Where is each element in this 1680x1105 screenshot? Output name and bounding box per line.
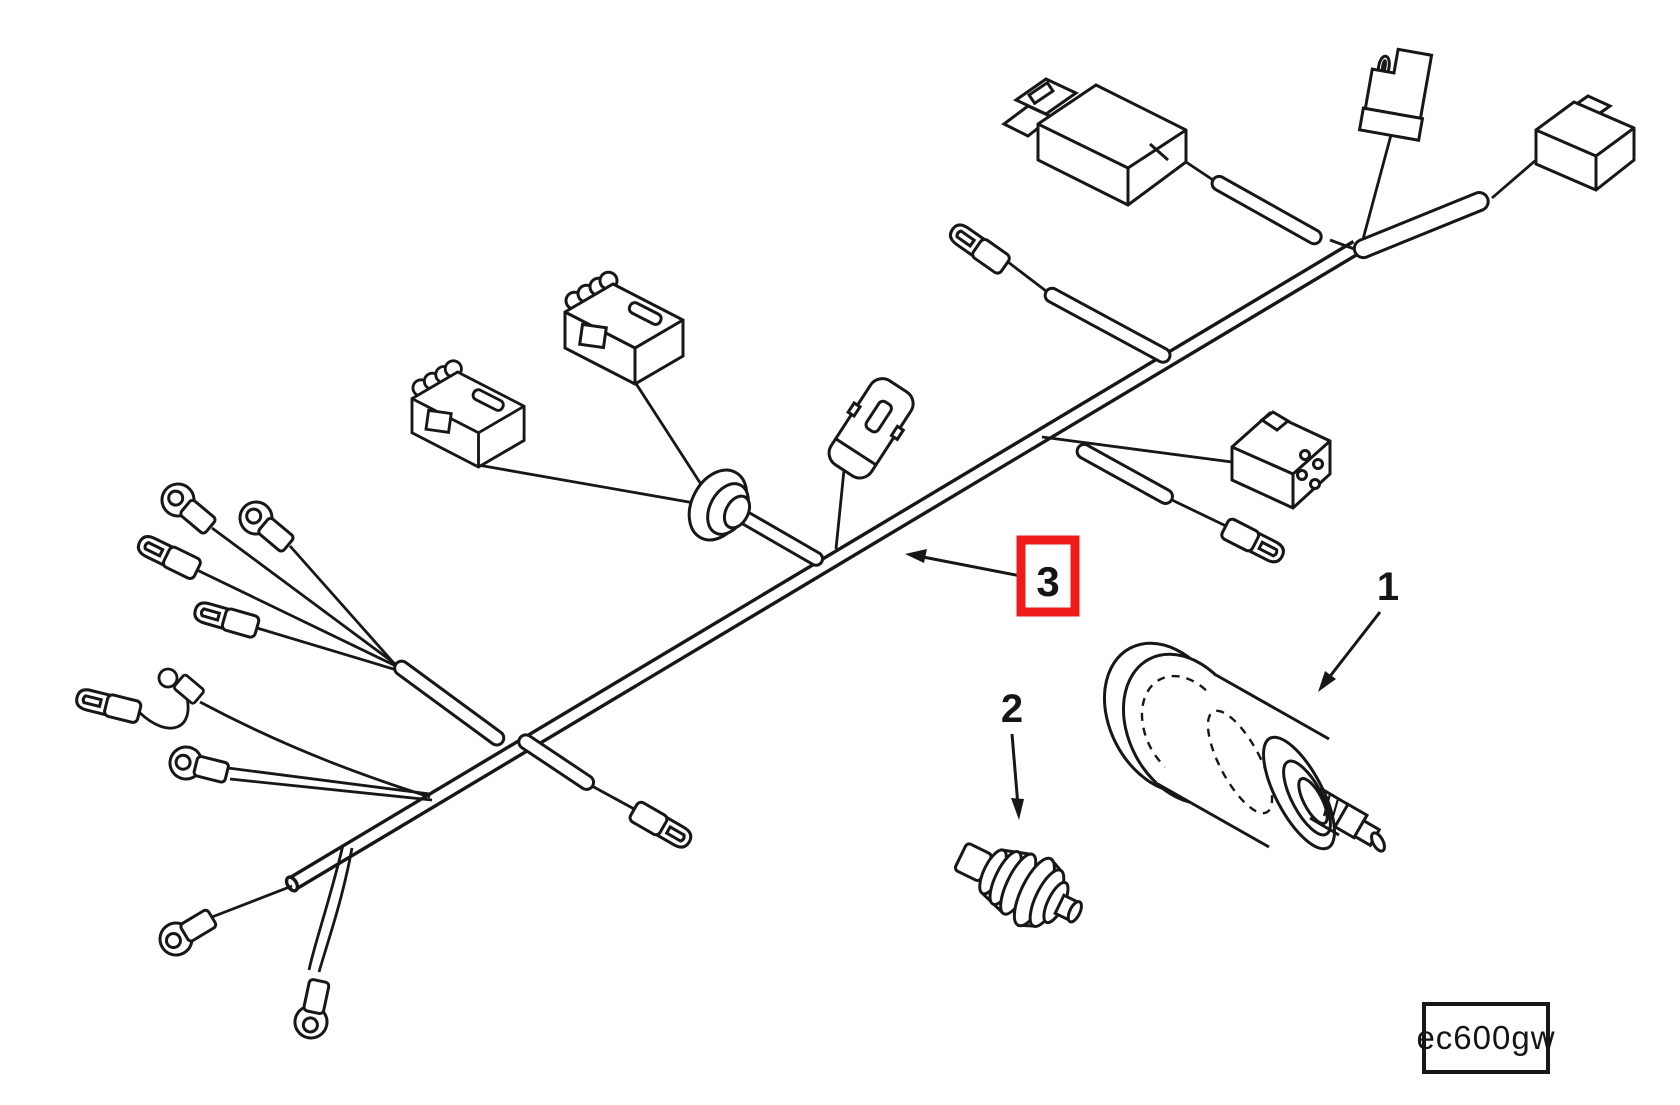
bottom-loop-ring-terminal	[290, 844, 354, 1043]
connector-block-3pin	[1230, 410, 1332, 510]
callout-2-arrow	[1010, 733, 1020, 807]
inline-connector	[827, 377, 915, 550]
wire-sleeve	[1075, 442, 1174, 505]
callout-3[interactable]: 3	[905, 535, 1080, 617]
callout-3-arrowhead	[905, 549, 927, 563]
connector-block	[410, 359, 526, 469]
wire-sleeve	[1043, 286, 1172, 364]
upper-left-terminal-cluster	[133, 475, 506, 747]
fork-terminal	[944, 218, 1013, 277]
fork-terminal	[626, 798, 697, 854]
harness-end-sleeve	[1352, 191, 1490, 260]
wire-sleeve	[517, 733, 596, 791]
callout-2[interactable]: 2	[1001, 687, 1024, 820]
top-right-cluster	[1001, 47, 1636, 260]
lower-left-terminal-cluster	[72, 667, 433, 802]
callout-1-arrowhead	[1318, 671, 1336, 692]
callout-2-label[interactable]: 2	[1001, 687, 1023, 731]
fork-terminal	[72, 685, 144, 725]
pressure-sensor	[953, 842, 1083, 928]
ring-terminal	[165, 742, 233, 791]
sender-unit	[1102, 641, 1386, 853]
fork-terminal	[133, 530, 204, 582]
bullet-terminal	[157, 667, 205, 705]
drawing-code-label: ec600gw	[1416, 1019, 1555, 1056]
highlight-box	[1016, 535, 1080, 617]
connector-block	[563, 270, 685, 386]
top-fork-branch	[944, 218, 1172, 364]
callout-1[interactable]: 1	[1318, 565, 1399, 692]
grommet-branch	[410, 270, 825, 567]
sender-threaded-stud	[1309, 786, 1386, 853]
connector-stepped	[1001, 77, 1188, 207]
ring-terminal	[153, 475, 222, 541]
grommet	[687, 468, 752, 542]
callout-2-arrowhead	[1011, 798, 1024, 820]
connector-right	[1534, 94, 1636, 192]
callout-3-label[interactable]: 3	[1036, 558, 1059, 605]
ring-terminal	[231, 493, 300, 559]
wire-sleeve	[1210, 174, 1323, 246]
wire-sleeve	[393, 659, 506, 747]
callout-3-arrow	[922, 555, 1022, 578]
callout-1-arrow	[1322, 611, 1382, 685]
lower-branch-fork	[517, 733, 697, 854]
callout-1-label[interactable]: 1	[1377, 565, 1399, 609]
fork-terminal	[1218, 515, 1289, 568]
right-middle-branches	[1041, 410, 1332, 568]
fork-terminal	[190, 598, 262, 640]
connector-2pin	[1357, 47, 1434, 142]
drawing-code-box: ec600gw	[1416, 1002, 1555, 1074]
harness-tail-ring-terminal	[152, 884, 293, 963]
